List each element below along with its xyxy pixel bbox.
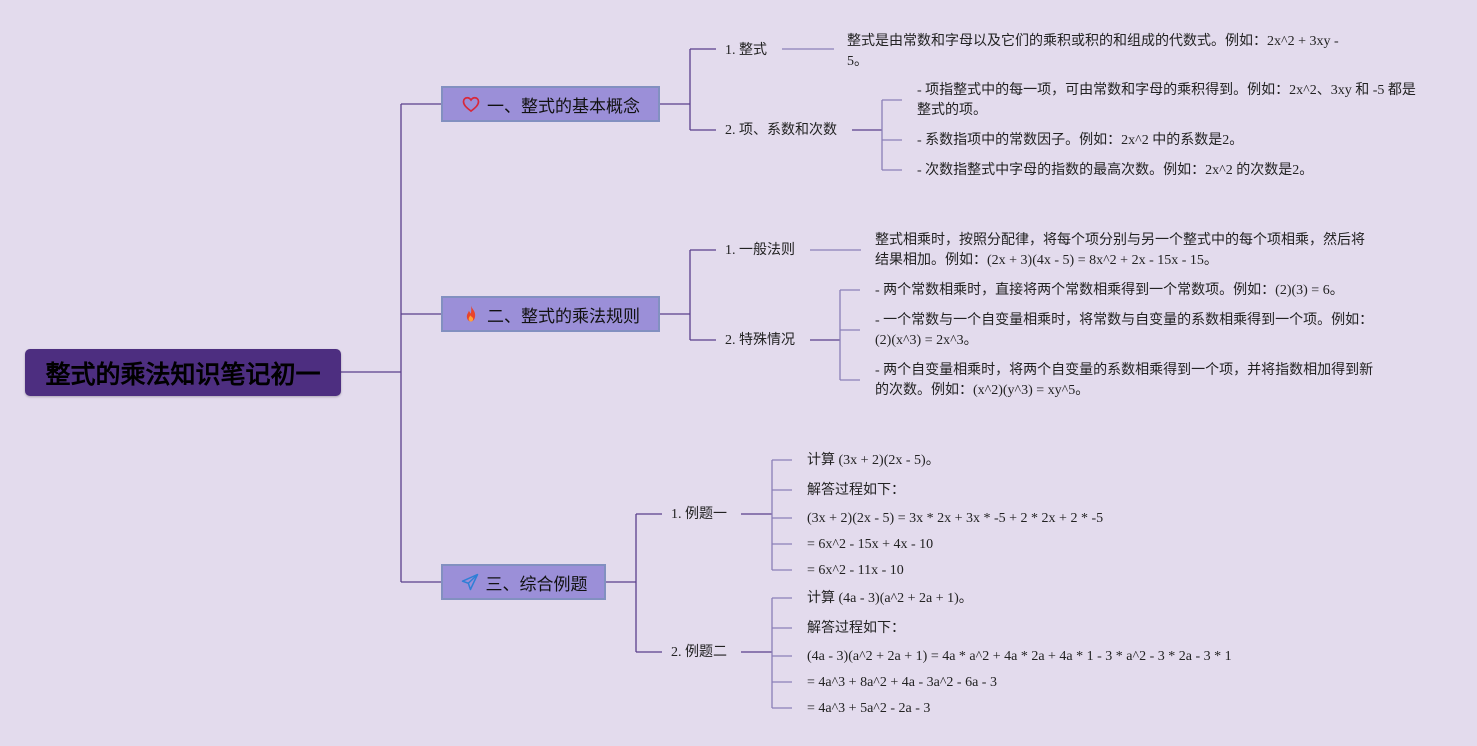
connector-s1-topics — [660, 48, 716, 131]
section-title: 二、整式的乘法规则 — [487, 306, 640, 327]
example-two-line: 计算 (4a - 3)(a^2 + 2a + 1)。 — [807, 591, 973, 606]
example-two-line: (4a - 3)(a^2 + 2a + 1) = 4a * a^2 + 4a *… — [807, 649, 1232, 664]
example-one-line: = 6x^2 - 15x + 4x - 10 — [807, 537, 934, 552]
example-one-line: 解答过程如下： — [807, 483, 905, 498]
example-two-line: = 4a^3 + 8a^2 + 4a - 3a^2 - 6a - 3 — [807, 675, 997, 690]
topic-polynomial[interactable]: 1. 整式 — [725, 43, 767, 58]
section-comprehensive-examples[interactable]: 三、综合例题 — [441, 564, 606, 600]
example-two-line: = 4a^3 + 5a^2 - 2a - 3 — [807, 701, 931, 716]
example-one-line: 计算 (3x + 2)(2x - 5)。 — [807, 453, 940, 468]
connector-s3-example2-branch — [771, 597, 792, 709]
fire-icon — [461, 304, 481, 324]
connector-s3-example1-branch — [771, 459, 792, 571]
section-multiplication-rules[interactable]: 二、整式的乘法规则 — [441, 296, 660, 332]
connector-s2-topics — [660, 249, 716, 341]
topic-polynomial-definition: 整式是由常数和字母以及它们的乘积或积的和组成的代数式。例如：2x^2 + 3xy… — [847, 34, 1339, 69]
list-item: - 次数指整式中字母的指数的最高次数。例如：2x^2 的次数是2。 — [917, 163, 1314, 178]
list-item: - 一个常数与一个自变量相乘时，将常数与自变量的系数相乘得到一个项。例如：(2)… — [875, 313, 1374, 348]
connector-s3-examples — [606, 513, 662, 653]
list-item: - 系数指项中的常数因子。例如：2x^2 中的系数是2。 — [917, 133, 1244, 148]
connector-root-to-sections — [341, 103, 441, 583]
section-title: 一、整式的基本概念 — [487, 96, 640, 117]
connector-s2-topic2-branch — [839, 289, 860, 381]
list-item: - 项指整式中的每一项，可由常数和字母的乘积得到。例如：2x^2、3xy 和 -… — [917, 83, 1416, 118]
root-title: 整式的乘法知识笔记初一 — [45, 359, 321, 389]
list-item: - 两个常数相乘时，直接将两个常数相乘得到一个常数项。例如：(2)(3) = 6… — [875, 283, 1344, 298]
heart-icon — [461, 94, 481, 114]
topic-general-rule[interactable]: 1. 一般法则 — [725, 243, 795, 258]
paper-plane-icon — [460, 572, 480, 592]
example-two-line: 解答过程如下： — [807, 621, 905, 636]
section-basic-concepts[interactable]: 一、整式的基本概念 — [441, 86, 660, 122]
topic-special-cases[interactable]: 2. 特殊情况 — [725, 333, 795, 348]
example-one-line: (3x + 2)(2x - 5) = 3x * 2x + 3x * -5 + 2… — [807, 511, 1104, 526]
connector-s1-topic2-branch — [881, 99, 902, 171]
section-title: 三、综合例题 — [485, 574, 588, 595]
list-item: - 两个自变量相乘时，将两个自变量的系数相乘得到一个项，并将指数相加得到新的次数… — [875, 363, 1374, 398]
topic-example-two[interactable]: 2. 例题二 — [671, 645, 727, 660]
topic-terms-coefficients-degree[interactable]: 2. 项、系数和次数 — [725, 123, 837, 138]
topic-example-one[interactable]: 1. 例题一 — [671, 507, 727, 522]
root-topic[interactable]: 整式的乘法知识笔记初一 — [25, 349, 341, 396]
topic-general-rule-text: 整式相乘时，按照分配律，将每个项分别与另一个整式中的每个项相乘，然后将结果相加。… — [875, 233, 1365, 268]
example-one-line: = 6x^2 - 11x - 10 — [807, 563, 904, 578]
